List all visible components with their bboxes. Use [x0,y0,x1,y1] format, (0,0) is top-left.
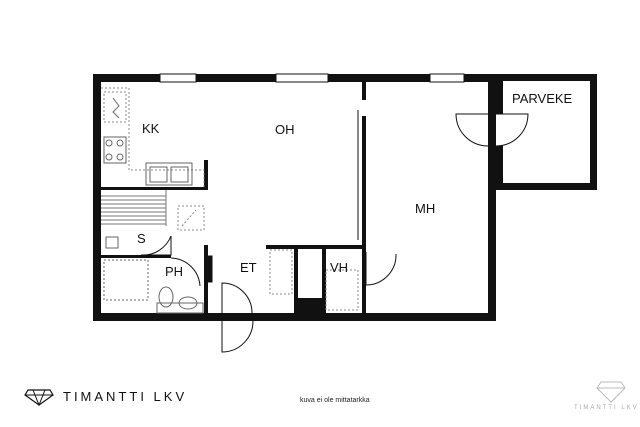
vh-closet [325,269,359,311]
room-label-et: ET [240,260,257,275]
room-label-ph: PH [165,264,183,279]
room-label-kk: KK [142,121,160,136]
kitchen-counter [101,87,205,187]
watermark-text: TIMANTTI LKV [574,405,639,411]
brand-name: TIMANTTI LKV [63,389,188,404]
sauna-door [140,235,172,256]
closet [177,205,205,231]
windows [159,73,465,83]
sink [145,162,193,186]
room-label-vh: VH [330,260,348,275]
room-label-oh: OH [275,122,295,137]
interior-walls [101,82,366,313]
wardrobe [269,249,293,295]
entrance-door [207,255,254,353]
balcony-door [455,113,529,147]
room-label-mh: MH [415,201,435,216]
fridge-mark [112,97,120,119]
room-label-parveke: PARVEKE [512,91,573,106]
room-label-s: S [137,231,146,246]
watermark-diamond-icon [596,381,626,403]
balcony [496,74,597,190]
stove [103,136,127,164]
scale-note: kuva ei ole mittatarkka [300,397,370,404]
sauna-stove [105,236,119,249]
diamond-icon [24,389,54,406]
sauna-benches [101,190,167,226]
bathroom-door [170,257,201,287]
vh-door [365,252,397,286]
bathroom-fixtures [103,259,204,314]
